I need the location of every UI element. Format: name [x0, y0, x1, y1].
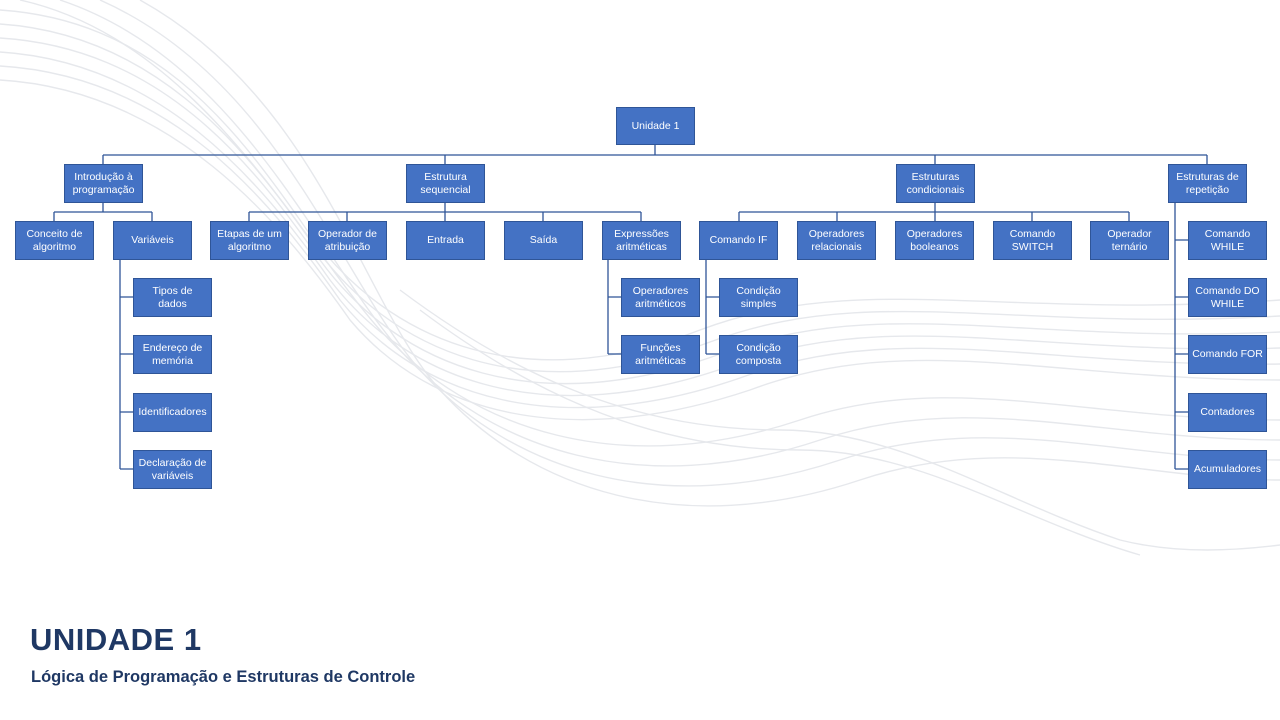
node-funcoes-aritmeticas: Funções aritméticas	[621, 335, 700, 374]
node-contadores: Contadores	[1188, 393, 1267, 432]
node-comando-do-while: Comando DO WHILE	[1188, 278, 1267, 317]
node-estruturas-condicionais: Estruturas condicionais	[896, 164, 975, 203]
node-entrada: Entrada	[406, 221, 485, 260]
node-comando-switch: Comando SWITCH	[993, 221, 1072, 260]
node-introducao-programacao: Introdução à programação	[64, 164, 143, 203]
node-estrutura-sequencial: Estrutura sequencial	[406, 164, 485, 203]
node-variaveis: Variáveis	[113, 221, 192, 260]
node-comando-while: Comando WHILE	[1188, 221, 1267, 260]
node-condicao-simples: Condição simples	[719, 278, 798, 317]
node-operadores-aritmeticos: Operadores aritméticos	[621, 278, 700, 317]
slide-subtitle: Lógica de Programação e Estruturas de Co…	[31, 668, 416, 686]
node-tipos-de-dados: Tipos de dados	[133, 278, 212, 317]
node-acumuladores: Acumuladores	[1188, 450, 1267, 489]
node-operador-ternario: Operador ternário	[1090, 221, 1169, 260]
node-estruturas-repeticao: Estruturas de repetição	[1168, 164, 1247, 203]
node-unidade-1: Unidade 1	[616, 107, 695, 145]
node-declaracao-variaveis: Declaração de variáveis	[133, 450, 212, 489]
node-comando-if: Comando IF	[699, 221, 778, 260]
node-operador-atribuicao: Operador de atribuição	[308, 221, 387, 260]
node-operadores-relacionais: Operadores relacionais	[797, 221, 876, 260]
node-conceito-algoritmo: Conceito de algoritmo	[15, 221, 94, 260]
node-endereco-memoria: Endereço de memória	[133, 335, 212, 374]
node-comando-for: Comando FOR	[1188, 335, 1267, 374]
slide-title: UNIDADE 1	[30, 622, 202, 657]
node-saida: Saída	[504, 221, 583, 260]
node-condicao-composta: Condição composta	[719, 335, 798, 374]
node-expressoes-aritmeticas: Expressões aritméticas	[602, 221, 681, 260]
node-operadores-booleanos: Operadores booleanos	[895, 221, 974, 260]
node-etapas-algoritmo: Etapas de um algoritmo	[210, 221, 289, 260]
node-identificadores: Identificadores	[133, 393, 212, 432]
